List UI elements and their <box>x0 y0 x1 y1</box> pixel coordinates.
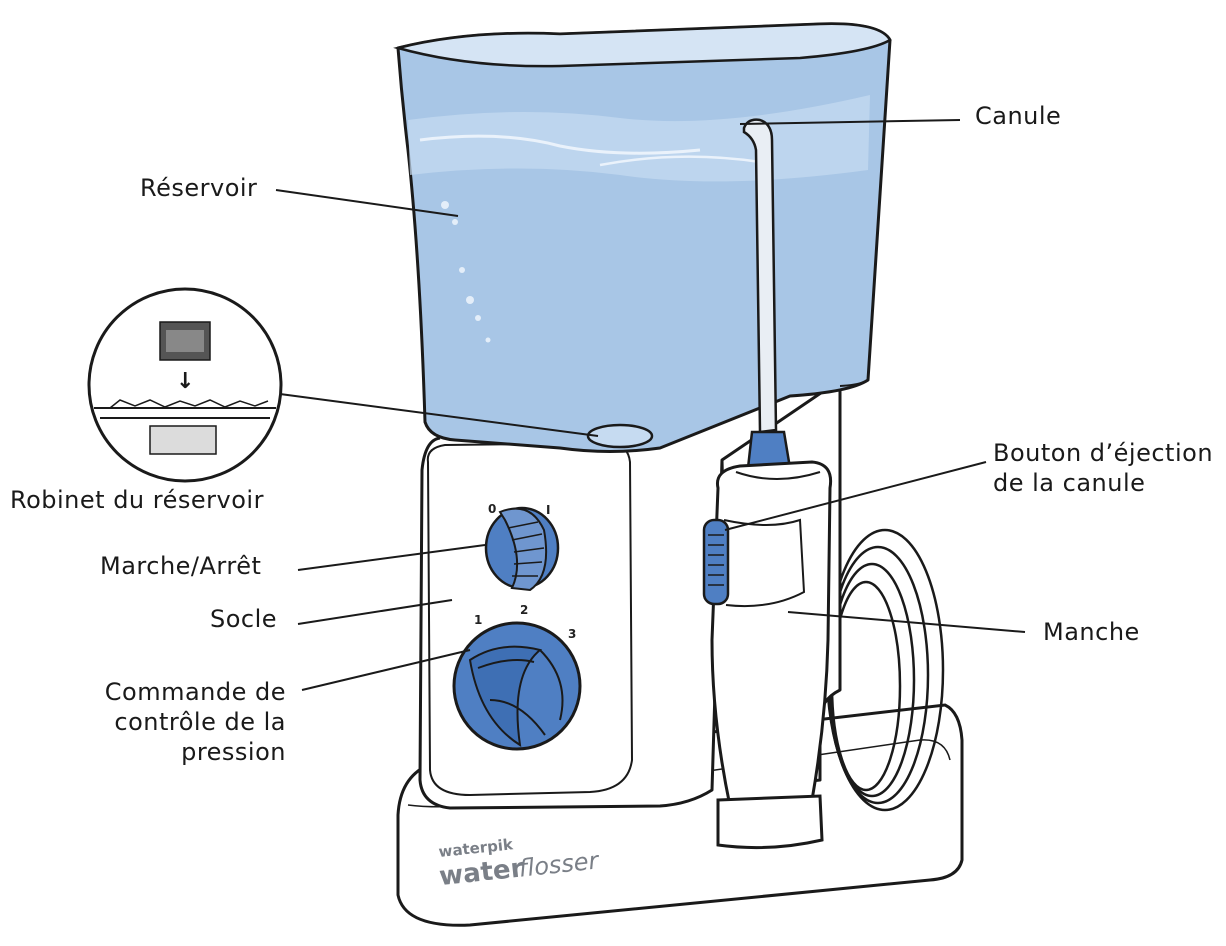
power-switch: 0 I <box>484 502 560 592</box>
manche <box>710 460 833 850</box>
svg-text:0: 0 <box>488 502 496 516</box>
label-manche: Manche <box>1043 618 1140 646</box>
pressure-dial: 1 2 3 <box>452 603 582 751</box>
label-robinet: Robinet du réservoir <box>10 486 264 514</box>
label-canule: Canule <box>975 102 1062 130</box>
reservoir <box>393 22 892 453</box>
label-bouton-ejection: Bouton d’éjection de la canule <box>993 439 1214 497</box>
label-reservoir: Réservoir <box>140 174 258 202</box>
svg-text:I: I <box>546 503 550 517</box>
label-socle: Socle <box>210 605 278 633</box>
label-commande: Commande de contrôle de la pression <box>104 678 286 766</box>
svg-text:3: 3 <box>568 627 576 641</box>
svg-text:2: 2 <box>520 603 528 617</box>
valve-detail-inset: ↓ <box>87 287 283 483</box>
svg-text:↓: ↓ <box>176 369 194 394</box>
eject-button <box>702 518 730 606</box>
leader-lines <box>275 119 1026 691</box>
reservoir-valve <box>586 423 654 449</box>
svg-text:1: 1 <box>474 613 482 627</box>
label-marche-arret: Marche/Arrêt <box>100 552 262 580</box>
